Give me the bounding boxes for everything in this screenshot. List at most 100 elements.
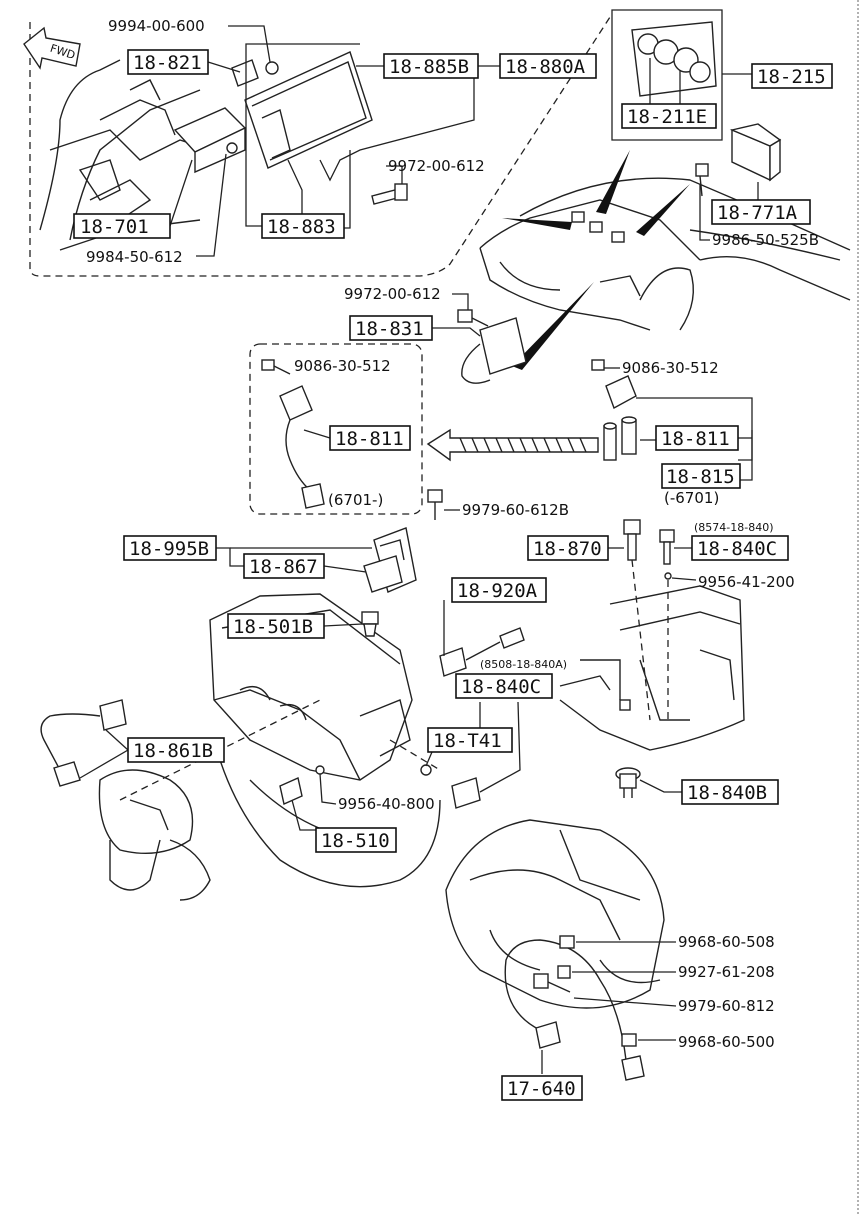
label-18-t41: 18-T41: [433, 730, 502, 752]
ecu-unit: [244, 51, 373, 169]
clip-9968-60-500: [621, 1033, 637, 1047]
label-18-811-left: 18-811: [335, 428, 404, 450]
gasket-9956-41-200: [664, 572, 672, 580]
wire-harness-17-640: [504, 939, 645, 1081]
bracket-18-815: [605, 375, 637, 410]
sensor-18-t41: [451, 777, 481, 809]
ecu-bracket: [173, 59, 259, 174]
sensor-18-867: [363, 555, 403, 593]
label-18-211e: 18-211E: [627, 106, 707, 128]
gasket-9956-40-800: [315, 765, 325, 775]
label-18-867: 18-867: [249, 556, 318, 578]
engine-block-right: [559, 585, 745, 751]
callout-9927-61-208: 9927-61-208: [678, 963, 775, 981]
note-8574: (8574-18-840): [694, 521, 774, 534]
note-8508: (8508-18-840A): [480, 658, 567, 671]
oxygen-sensor-18-861b: [40, 699, 127, 787]
gasket-t41: [420, 764, 432, 776]
pointer-arrow-2: [596, 150, 630, 214]
bolt-9972-mid: [457, 309, 489, 327]
label-18-215: 18-215: [757, 66, 826, 88]
box-18-920a: 18-920A: [451, 577, 547, 603]
box-18-867: 18-867: [243, 553, 325, 579]
box-18-510: 18-510: [315, 827, 397, 853]
label-18-870: 18-870: [533, 538, 602, 560]
label-18-995b: 18-995B: [129, 538, 209, 560]
bolt-9979-60-812: [533, 973, 571, 993]
box-18-995b: 18-995B: [123, 535, 217, 561]
callout-9086-30-512-right: 9086-30-512: [622, 359, 719, 377]
inset-6701-dashed-box: [249, 343, 423, 515]
callout-9956-41-200: 9956-41-200: [698, 573, 795, 591]
box-18-811-right: 18-811: [655, 425, 739, 451]
nut-9994: [265, 61, 279, 75]
label-18-840b: 18-840B: [687, 782, 767, 804]
screw-9986: [695, 163, 709, 197]
switch-panel-18-211e: [631, 21, 717, 97]
pointer-arrow-4: [512, 282, 594, 370]
sensor-18-811-right: [603, 416, 637, 461]
bolt-9984: [226, 142, 238, 154]
callout-9994-00-600: 9994-00-600: [108, 17, 205, 35]
callout-9968-60-500: 9968-60-500: [678, 1033, 775, 1051]
upper-group-dashed-outline: [29, 13, 613, 277]
label-18-861b: 18-861B: [133, 740, 213, 762]
sensor-18-811-left: [279, 385, 325, 509]
callout-9984-50-612: 9984-50-612: [86, 248, 183, 266]
box-18-840c-top: 18-840C: [691, 535, 789, 561]
sensor-18-501b: [361, 611, 379, 637]
sensor-18-831: [461, 317, 527, 384]
box-18-840b: 18-840B: [681, 779, 779, 805]
label-18-811-right: 18-811: [661, 428, 730, 450]
callout-9086-30-512-left: 9086-30-512: [294, 357, 391, 375]
sensor-18-510: [279, 777, 303, 805]
bolt-9086-right: [591, 359, 605, 371]
label-18-821: 18-821: [133, 52, 202, 74]
box-18-701: 18-701: [73, 213, 171, 239]
label-18-840c-top: 18-840C: [697, 538, 777, 560]
callout-9972-00-612-mid: 9972-00-612: [344, 285, 441, 303]
box-18-501b: 18-501B: [227, 613, 325, 639]
box-18-821: 18-821: [127, 49, 209, 75]
label-18-510: 18-510: [321, 830, 390, 852]
label-17-640: 17-640: [507, 1078, 576, 1100]
box-17-640: 17-640: [501, 1075, 583, 1101]
callout-9979-60-812: 9979-60-812: [678, 997, 775, 1015]
label-18-815: 18-815: [666, 466, 735, 488]
label-18-701: 18-701: [80, 216, 149, 238]
note-6701-minus: (6701-): [328, 491, 383, 509]
bolt-9927-61-208: [557, 965, 571, 979]
box-18-840c-mid: 18-840C: [455, 673, 553, 699]
label-18-501b: 18-501B: [233, 616, 313, 638]
label-18-885b: 18-885B: [389, 56, 469, 78]
sensor-18-920a: [439, 627, 525, 677]
label-18-771a: 18-771A: [717, 202, 798, 224]
fwd-arrow-icon: FWD: [23, 26, 81, 70]
label-18-840c-mid: 18-840C: [461, 676, 541, 698]
exhaust-manifold: [98, 769, 211, 901]
note-minus-6701: (-6701): [664, 489, 719, 507]
box-18-815: 18-815: [661, 463, 741, 489]
bolt-9968-60-508: [559, 935, 575, 949]
box-18-861b: 18-861B: [127, 737, 225, 763]
relay-module-18-771a: [729, 123, 782, 182]
callout-9956-40-800: 9956-40-800: [338, 795, 435, 813]
sensor-18-840c-top: [659, 529, 675, 565]
box-18-t41: 18-T41: [427, 727, 513, 753]
box-18-215: 18-215: [751, 63, 833, 89]
box-18-880a: 18-880A: [499, 53, 597, 79]
pointer-arrow-1: [502, 218, 572, 230]
sensor-18-870: [623, 519, 641, 561]
callout-9972-00-612-top: 9972-00-612: [388, 157, 485, 175]
callout-9986-50-525b: 9986-50-525B: [712, 231, 819, 249]
box-18-883: 18-883: [261, 213, 345, 239]
box-18-211e: 18-211E: [621, 103, 717, 129]
bolt-9979-60-612b: [427, 489, 443, 520]
sensor-18-840b: [615, 767, 641, 798]
bolt-9086-left: [261, 359, 291, 375]
label-18-883: 18-883: [267, 216, 336, 238]
box-18-870: 18-870: [527, 535, 609, 561]
hatched-arrow-icon: [426, 428, 599, 462]
box-18-831: 18-831: [349, 315, 433, 341]
